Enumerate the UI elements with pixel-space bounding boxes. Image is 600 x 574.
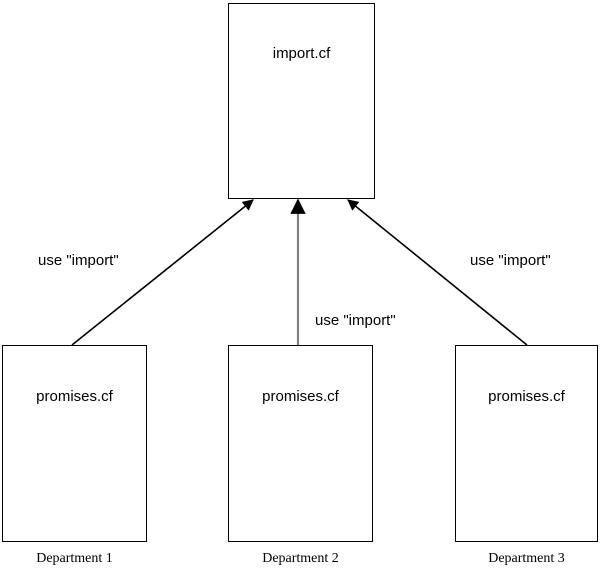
caption-department-3: Department 3 xyxy=(488,551,565,566)
node-import-cf[interactable]: import.cf xyxy=(228,3,375,199)
node-promises-cf-department-2[interactable]: promises.cf xyxy=(228,345,373,542)
caption-department-1: Department 1 xyxy=(36,551,113,566)
node-label-promises-cf-3: promises.cf xyxy=(488,388,565,405)
edge-label-right: use "import" xyxy=(470,252,551,269)
edge-label-middle: use "import" xyxy=(315,312,396,329)
edge-label-left: use "import" xyxy=(38,252,119,269)
caption-department-2: Department 2 xyxy=(262,551,339,566)
node-label-promises-cf-2: promises.cf xyxy=(262,388,339,405)
node-promises-cf-department-3[interactable]: promises.cf xyxy=(455,345,598,542)
node-label-import-cf: import.cf xyxy=(272,45,331,62)
edge-left-line xyxy=(71,199,254,346)
node-promises-cf-department-1[interactable]: promises.cf xyxy=(2,345,147,542)
node-label-promises-cf-1: promises.cf xyxy=(36,388,113,405)
